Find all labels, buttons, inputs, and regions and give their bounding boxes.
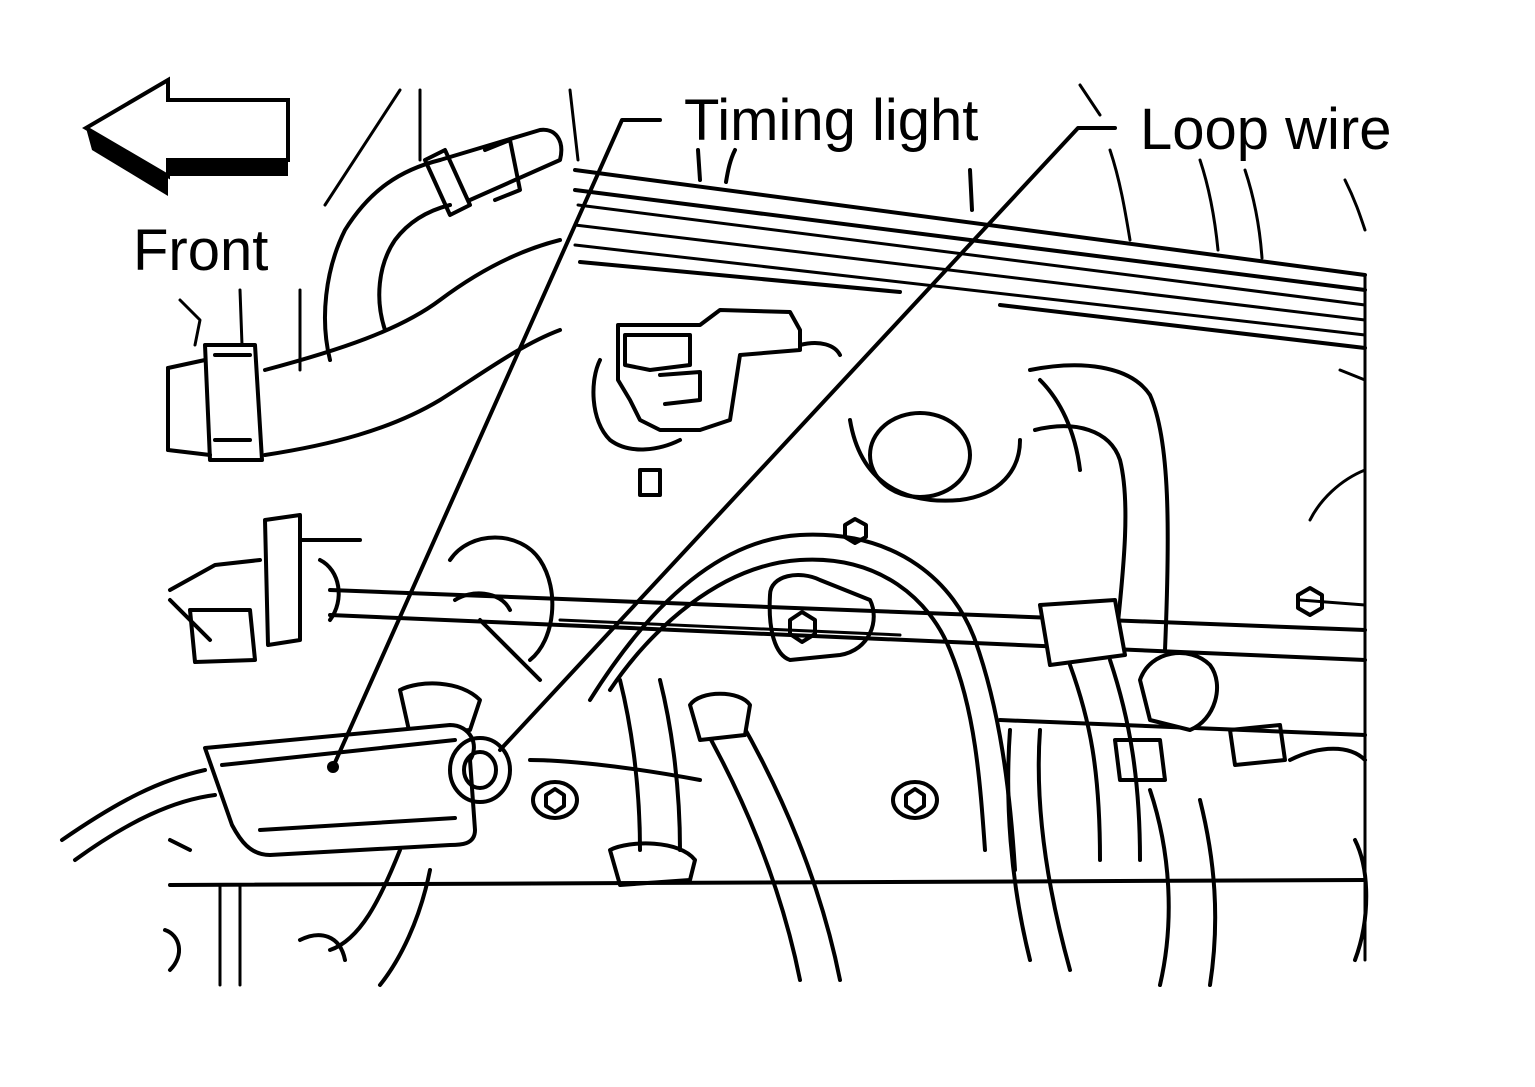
arrow-left-icon (82, 76, 290, 196)
timing-light-clip (60, 723, 512, 862)
center-elbow (398, 535, 555, 737)
bottom-pipes (298, 691, 1218, 987)
mount-bracket (767, 517, 1324, 662)
round-boss (848, 378, 1082, 503)
front-label: Front (133, 218, 269, 283)
loop-wire-label: Loop wire (1140, 97, 1392, 162)
hose-clamp (166, 298, 264, 462)
vertical-hose (1028, 363, 1170, 652)
timing-light-label: Timing light (684, 88, 979, 153)
crossing-hose (588, 532, 1017, 872)
left-injector (168, 513, 362, 664)
upper-coolant-hose (263, 127, 564, 457)
right-clamp (1038, 598, 1287, 862)
coil-connector (591, 308, 842, 497)
frame-lines (218, 88, 1367, 987)
leader-lines (331, 118, 1117, 769)
valve-cover (573, 83, 1367, 522)
